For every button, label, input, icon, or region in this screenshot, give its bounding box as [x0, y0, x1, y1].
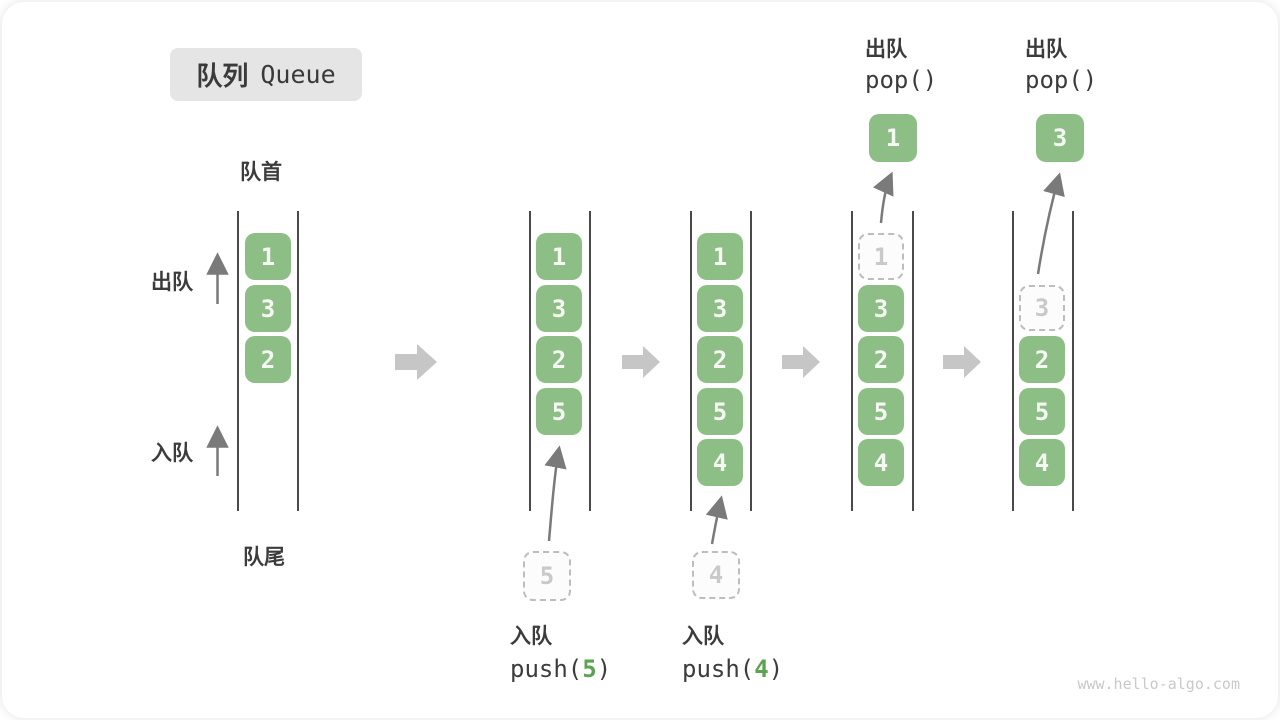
- push5-code-suffix: ): [596, 655, 612, 683]
- label-enqueue: 入队: [151, 441, 193, 465]
- queue-cell: 3: [245, 285, 291, 332]
- queue-cell: 4: [1019, 439, 1065, 486]
- queue-cell: 4: [858, 439, 904, 486]
- queue-cell: 2: [536, 336, 582, 383]
- queue-cell: 3: [536, 285, 582, 332]
- title-zh: 队列: [196, 62, 249, 92]
- queue5-wall-right: [1072, 211, 1074, 511]
- queue-cell: 5: [1019, 388, 1065, 435]
- queue-cell: 5: [536, 388, 582, 435]
- pop3-label: 出队: [1025, 37, 1067, 61]
- push5-label: 入队: [510, 624, 552, 648]
- push4-code: push(4): [682, 655, 783, 683]
- queue-cell: 2: [245, 336, 291, 383]
- removed-cell: 1: [858, 233, 904, 280]
- watermark: www.hello-algo.com: [1077, 675, 1240, 693]
- queue5-wall-left: [1012, 211, 1014, 511]
- queue-cell: 3: [858, 285, 904, 332]
- queue-cell: 1: [536, 233, 582, 280]
- queue1-wall-right: [297, 211, 299, 511]
- queue-cell: 1: [245, 233, 291, 280]
- pop3-code: pop(): [1025, 66, 1098, 94]
- pop1-code: pop(): [865, 66, 938, 94]
- queue4-wall-right: [912, 211, 914, 511]
- popped-cell: 3: [1036, 114, 1084, 162]
- queue-cell: 5: [858, 388, 904, 435]
- queue1-wall-left: [237, 211, 239, 511]
- queue3-wall-left: [690, 211, 692, 511]
- pop1-label: 出队: [865, 37, 907, 61]
- title-en: Queue: [260, 60, 336, 89]
- push4-code-arg: 4: [754, 655, 769, 683]
- queue4-wall-left: [851, 211, 853, 511]
- push5-code: push(5): [510, 655, 611, 683]
- title-box: 队列 Queue: [170, 48, 362, 101]
- label-queue-rear: 队尾: [243, 545, 285, 569]
- queue-cell: 5: [697, 388, 743, 435]
- popped-cell: 1: [869, 114, 917, 162]
- queue-cell: 2: [1019, 336, 1065, 383]
- removed-cell: 3: [1019, 285, 1065, 331]
- queue-cell: 2: [697, 336, 743, 383]
- staged-cell: 4: [692, 551, 740, 599]
- queue2-wall-left: [529, 211, 531, 511]
- queue-cell: 2: [858, 336, 904, 383]
- push4-code-suffix: ): [768, 655, 784, 683]
- label-queue-front: 队首: [240, 160, 282, 184]
- label-dequeue: 出队: [151, 270, 193, 294]
- queue2-wall-right: [589, 211, 591, 511]
- push5-code-prefix: push(: [510, 655, 583, 683]
- push4-label: 入队: [682, 624, 724, 648]
- staged-cell: 5: [523, 551, 571, 601]
- queue-cell: 1: [697, 233, 743, 280]
- queue-cell: 3: [697, 285, 743, 332]
- push4-code-prefix: push(: [682, 655, 755, 683]
- push5-code-arg: 5: [582, 655, 597, 683]
- queue3-wall-right: [750, 211, 752, 511]
- queue-cell: 4: [697, 439, 743, 486]
